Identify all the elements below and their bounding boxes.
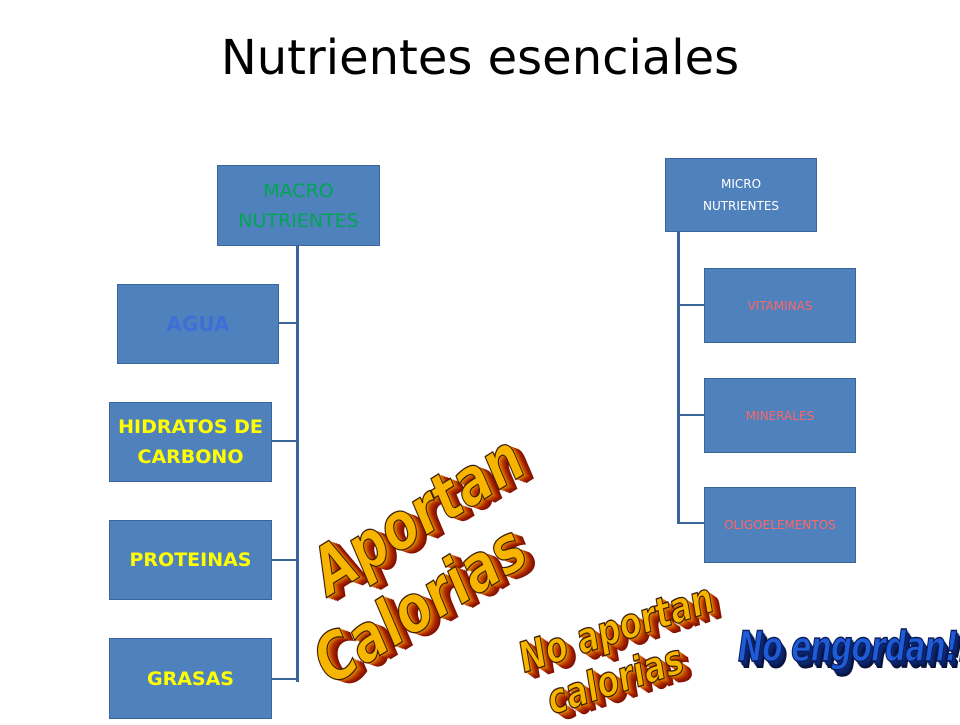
connector-proteinas bbox=[272, 559, 297, 561]
connector-grasas bbox=[272, 678, 297, 680]
macro-root-node: MACRO NUTRIENTES bbox=[217, 165, 380, 246]
connector-agua bbox=[279, 322, 297, 324]
page-title: Nutrientes esenciales bbox=[220, 30, 740, 86]
node-vitaminas: VITAMINAS bbox=[704, 268, 856, 343]
node-proteinas: PROTEINAS bbox=[109, 520, 272, 600]
hidratos-label: HIDRATOS DE CARBONO bbox=[118, 416, 263, 468]
macro-root-label: MACRO NUTRIENTES bbox=[238, 179, 359, 232]
agua-label: AGUA bbox=[166, 312, 230, 336]
node-grasas: GRASAS bbox=[109, 638, 272, 719]
micro-root-node: MICRO NUTRIENTES bbox=[665, 158, 817, 232]
wordart-no-engordan: No engordan!!! bbox=[738, 622, 960, 672]
connector-oligoelementos bbox=[677, 522, 704, 524]
node-oligoelementos: OLIGOELEMENTOS bbox=[704, 487, 856, 563]
micro-trunk-line bbox=[677, 232, 680, 523]
macro-trunk-line bbox=[296, 246, 299, 682]
node-minerales: MINERALES bbox=[704, 378, 856, 453]
vitaminas-label: VITAMINAS bbox=[747, 298, 813, 313]
oligoelementos-label: OLIGOELEMENTOS bbox=[724, 518, 836, 532]
node-agua: AGUA bbox=[117, 284, 279, 364]
proteinas-label: PROTEINAS bbox=[129, 549, 252, 571]
connector-minerales bbox=[677, 414, 704, 416]
minerales-label: MINERALES bbox=[745, 408, 815, 423]
node-hidratos: HIDRATOS DE CARBONO bbox=[109, 402, 272, 482]
grasas-label: GRASAS bbox=[146, 667, 234, 690]
micro-root-label: MICRO NUTRIENTES bbox=[702, 177, 780, 213]
connector-vitaminas bbox=[677, 304, 704, 306]
connector-hidratos bbox=[272, 440, 297, 442]
